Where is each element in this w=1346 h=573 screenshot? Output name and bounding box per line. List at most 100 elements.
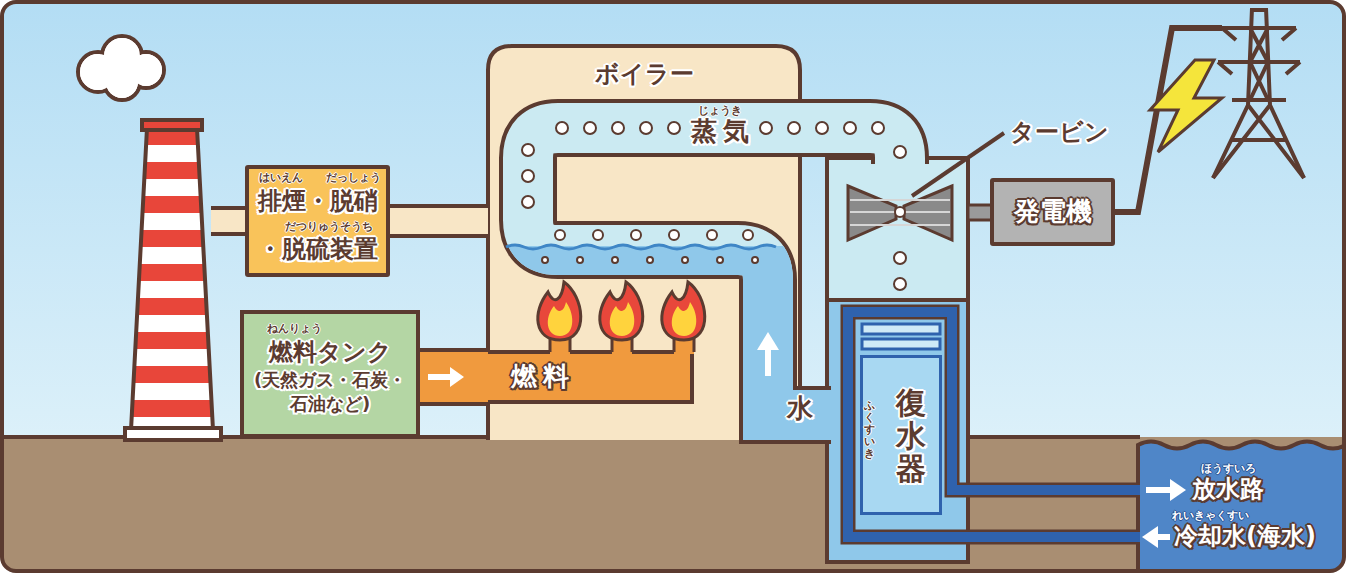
turbine-symbol — [895, 207, 905, 217]
steam-bubble — [894, 146, 906, 158]
flame-core — [610, 302, 635, 336]
steam-bubble — [682, 257, 688, 263]
ruby: はいえん — [259, 171, 303, 184]
ruby: だっしょう — [326, 171, 381, 184]
transmission-tower — [1250, 28, 1268, 100]
steam-bubble — [743, 230, 753, 240]
water-label: 水 — [787, 393, 813, 424]
pipe-outline — [390, 204, 488, 238]
chimney — [120, 128, 230, 417]
turbine-shaft — [968, 205, 992, 220]
lightning-symbol — [1150, 60, 1222, 152]
node-title: ボイラー — [488, 60, 800, 89]
transmission-tower — [1213, 8, 1304, 178]
node-note: (天然ガス・石炭・ 石油など) — [246, 368, 414, 416]
steam-bubble — [707, 230, 717, 240]
turbine-callout: タービン — [1010, 118, 1109, 147]
flue-pipe — [211, 208, 247, 234]
flow-arrow — [757, 332, 779, 350]
ground — [2, 437, 1344, 571]
node-title: 復水器 — [896, 386, 926, 485]
steam-bubble — [522, 196, 534, 208]
chimney-stripe — [120, 366, 230, 383]
transmission-tower — [1213, 105, 1304, 178]
fuel-manifold-outline — [486, 352, 692, 402]
steam-bubble — [760, 122, 772, 134]
cooling-water-pipe — [848, 312, 1140, 537]
smoke-cloud — [104, 64, 134, 80]
ruby: ほうすいろ — [1201, 462, 1256, 475]
flow-arrow — [765, 346, 771, 376]
steam-bubble — [522, 144, 534, 156]
fuel-manifold — [486, 352, 692, 402]
pipe-fill — [420, 352, 488, 402]
steam-bubble — [669, 230, 679, 240]
transmission-tower — [1218, 28, 1300, 74]
flame — [600, 282, 643, 340]
steam-bubble — [555, 230, 565, 240]
chimney-stripe — [120, 162, 230, 179]
power-line — [1115, 28, 1222, 212]
pipe-fill — [390, 208, 488, 234]
arrow-head — [450, 367, 464, 387]
steam-bubble — [717, 257, 723, 263]
steam-bubble — [647, 257, 653, 263]
chimney — [125, 428, 221, 440]
steam-bubble — [668, 122, 680, 134]
ruby: じょうき — [698, 104, 742, 117]
flow-arrow — [1146, 487, 1172, 493]
flue-pipe — [211, 206, 247, 210]
transmission-tower — [1218, 10, 1300, 100]
flue-pipe — [211, 232, 247, 236]
ruby: だつりゅうそうち — [285, 220, 373, 233]
node-title: 発電機 — [1014, 196, 1092, 227]
flame — [662, 282, 705, 340]
flow-arrow — [1142, 526, 1158, 548]
cooling-water-label: 冷却水(海水) — [1174, 522, 1316, 551]
pipe-outline — [420, 348, 488, 406]
flow-arrow — [428, 374, 450, 380]
steam-water-pipe — [506, 128, 900, 415]
steam-bubble — [816, 122, 828, 134]
ruby: ふくすいき — [864, 400, 875, 460]
flue-pipe — [211, 208, 247, 234]
turbine-housing — [827, 158, 968, 300]
steam-bubble — [844, 122, 856, 134]
flow-arrow — [757, 332, 1186, 548]
steam-water-pipe — [506, 245, 776, 249]
steam-bubble — [631, 230, 641, 240]
steam-bubble — [788, 122, 800, 134]
flow-arrow — [1170, 479, 1186, 501]
ruby: ねんりょう — [267, 322, 322, 335]
cooling-water-pipe — [862, 339, 940, 349]
ruby: れいきゃくすい — [1172, 509, 1249, 522]
flame — [538, 282, 581, 340]
steam-label: 蒸気 — [685, 116, 755, 147]
chimney-stripe — [120, 264, 230, 281]
steam-bubble — [752, 257, 758, 263]
steam-bubble — [584, 122, 596, 134]
steam-bubbles — [522, 122, 906, 290]
turbine-symbol — [850, 199, 950, 201]
steam-bubble — [894, 252, 906, 264]
steam-bubble — [593, 230, 603, 240]
node-title: 燃料タンク — [246, 336, 414, 368]
edge-label: 燃料 — [505, 361, 575, 392]
chimney — [120, 120, 230, 440]
chimney — [142, 120, 202, 130]
fuel-pipe — [420, 367, 488, 387]
flame-core — [548, 302, 573, 336]
steam-bubble — [522, 170, 534, 182]
steam-bubble — [640, 122, 652, 134]
steam-bubble — [872, 122, 884, 134]
flame-core — [672, 302, 697, 336]
discharge-label: 放水路 — [1192, 475, 1264, 504]
generator-box: 発電機 — [990, 178, 1115, 246]
chimney — [131, 128, 213, 430]
steam-bubble — [556, 122, 568, 134]
